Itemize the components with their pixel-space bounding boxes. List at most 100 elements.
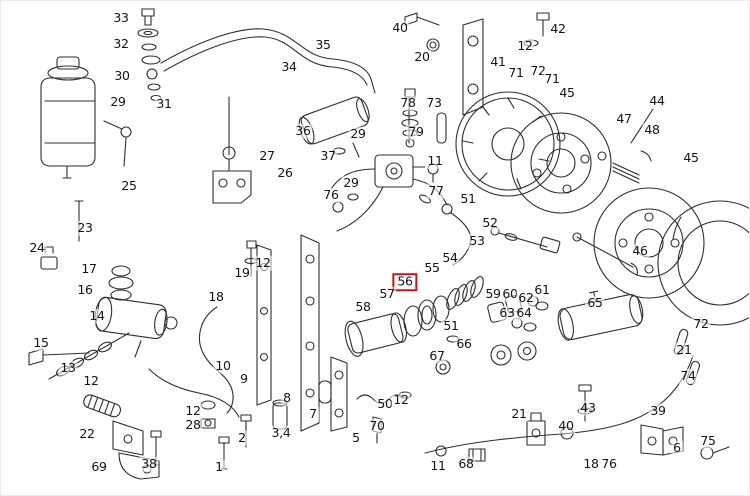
part-label-76[interactable]: 76 [599,455,619,472]
fitting-11b [435,445,447,457]
part-label-54[interactable]: 54 [440,249,460,266]
part-label-63[interactable]: 63 [497,304,517,321]
part-label-48[interactable]: 48 [642,121,662,138]
part-label-52[interactable]: 52 [480,214,500,231]
part-label-29[interactable]: 29 [341,174,361,191]
part-label-46[interactable]: 46 [630,242,650,259]
part-label-75[interactable]: 75 [698,432,718,449]
part-label-21[interactable]: 21 [674,341,694,358]
part-label-65[interactable]: 65 [585,294,605,311]
spring-pin-13 [83,394,122,418]
part-label-78[interactable]: 78 [398,94,418,111]
part-label-2[interactable]: 2 [236,429,248,446]
part-label-60[interactable]: 60 [500,285,520,302]
part-label-72[interactable]: 72 [691,315,711,332]
part-label-8[interactable]: 8 [281,389,293,406]
part-label-22[interactable]: 22 [77,425,97,442]
part-label-28[interactable]: 28 [183,416,203,433]
part-label-36[interactable]: 36 [293,122,313,139]
part-label-56[interactable]: 56 [392,273,418,291]
part-label-45[interactable]: 45 [681,149,701,166]
drum-72 [657,200,749,326]
part-label-68[interactable]: 68 [456,455,476,472]
part-label-18[interactable]: 18 [206,288,226,305]
part-label-12[interactable]: 12 [183,402,203,419]
part-label-66[interactable]: 66 [454,335,474,352]
part-label-10[interactable]: 10 [213,357,233,374]
part-label-6[interactable]: 6 [671,439,683,456]
part-label-12[interactable]: 12 [253,254,273,271]
part-label-74[interactable]: 74 [678,367,698,384]
backing-plate-72 [510,112,612,214]
part-label-64[interactable]: 64 [514,304,534,321]
part-label-12[interactable]: 12 [515,37,535,54]
part-label-55[interactable]: 55 [422,259,442,276]
part-label-32[interactable]: 32 [111,35,131,52]
part-label-14[interactable]: 14 [87,307,107,324]
part-label-29[interactable]: 29 [108,93,128,110]
part-label-3-4[interactable]: 3,4 [269,424,293,441]
part-label-19[interactable]: 19 [232,264,252,281]
part-label-30[interactable]: 30 [112,67,132,84]
part-label-33[interactable]: 33 [111,9,131,26]
part-label-58[interactable]: 58 [353,298,373,315]
part-label-70[interactable]: 70 [367,417,387,434]
part-label-7[interactable]: 7 [307,405,319,422]
part-label-29[interactable]: 29 [348,125,368,142]
part-label-23[interactable]: 23 [75,219,95,236]
part-label-40[interactable]: 40 [390,19,410,36]
part-label-53[interactable]: 53 [467,232,487,249]
part-label-41[interactable]: 41 [488,53,508,70]
part-label-76[interactable]: 76 [321,186,341,203]
part-label-45[interactable]: 45 [557,84,577,101]
part-label-51[interactable]: 51 [458,190,478,207]
part-label-27[interactable]: 27 [257,147,277,164]
part-label-9[interactable]: 9 [238,370,250,387]
part-label-35[interactable]: 35 [313,36,333,53]
part-label-50[interactable]: 50 [375,395,395,412]
part-label-62[interactable]: 62 [516,289,536,306]
part-label-21[interactable]: 21 [509,405,529,422]
part-label-39[interactable]: 39 [648,402,668,419]
part-label-79[interactable]: 79 [406,123,426,140]
boot-66a [490,344,512,366]
part-label-69[interactable]: 69 [89,458,109,475]
part-label-34[interactable]: 34 [279,58,299,75]
part-label-61[interactable]: 61 [532,281,552,298]
part-label-47[interactable]: 47 [614,110,634,127]
part-label-24[interactable]: 24 [27,239,47,256]
boot-66b [517,341,537,361]
part-label-71[interactable]: 71 [542,70,562,87]
part-label-67[interactable]: 67 [427,347,447,364]
part-label-71[interactable]: 71 [506,64,526,81]
bolt-19 [246,240,257,249]
part-label-20[interactable]: 20 [412,48,432,65]
part-label-77[interactable]: 77 [426,182,446,199]
part-label-37[interactable]: 37 [318,147,338,164]
part-label-31[interactable]: 31 [154,95,174,112]
part-label-40[interactable]: 40 [556,417,576,434]
part-label-38[interactable]: 38 [139,455,159,472]
rod-46 [576,236,634,268]
part-label-51[interactable]: 51 [441,317,461,334]
part-label-16[interactable]: 16 [75,281,95,298]
part-label-5[interactable]: 5 [350,429,362,446]
part-label-26[interactable]: 26 [275,164,295,181]
part-label-57[interactable]: 57 [377,285,397,302]
part-label-1[interactable]: 1 [213,458,225,475]
part-label-44[interactable]: 44 [647,92,667,109]
part-label-17[interactable]: 17 [79,260,99,277]
part-label-42[interactable]: 42 [548,20,568,37]
part-label-11[interactable]: 11 [428,457,448,474]
part-label-15[interactable]: 15 [31,334,51,351]
part-label-12[interactable]: 12 [81,372,101,389]
part-label-73[interactable]: 73 [424,94,444,111]
part-label-12[interactable]: 12 [391,391,411,408]
part-label-13[interactable]: 13 [58,359,78,376]
part-label-43[interactable]: 43 [578,399,598,416]
part-label-18[interactable]: 18 [581,455,601,472]
part-label-25[interactable]: 25 [119,177,139,194]
part-label-59[interactable]: 59 [483,285,503,302]
part-label-11[interactable]: 11 [425,152,445,169]
